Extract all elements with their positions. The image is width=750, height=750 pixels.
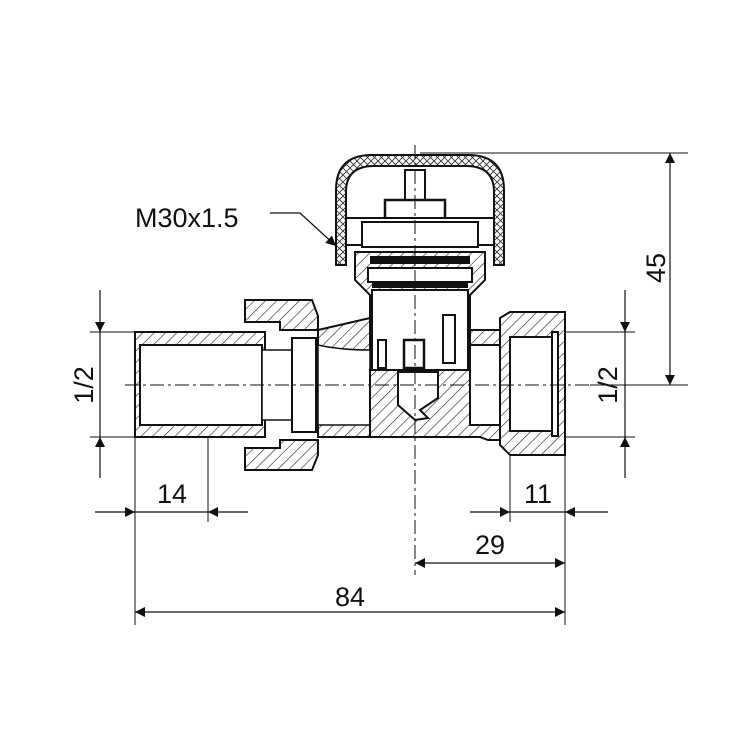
dim-84-label: 84 [335,582,365,612]
dim-29-label: 29 [475,530,505,560]
thread-leader [270,212,337,247]
dim-right-connection-label: 1/2 [593,366,623,404]
thread-label: M30x1.5 [135,203,239,233]
dimension-lines [95,153,675,617]
dim-left-connection-label: 1/2 [69,366,99,404]
handwheel-cap [335,154,505,266]
valve-neck [354,251,486,371]
dim-45-label: 45 [641,253,671,283]
dim-14-label: 14 [157,479,187,509]
center-lines [125,145,590,575]
dim-11-label: 11 [524,479,552,509]
right-connection [499,311,566,456]
